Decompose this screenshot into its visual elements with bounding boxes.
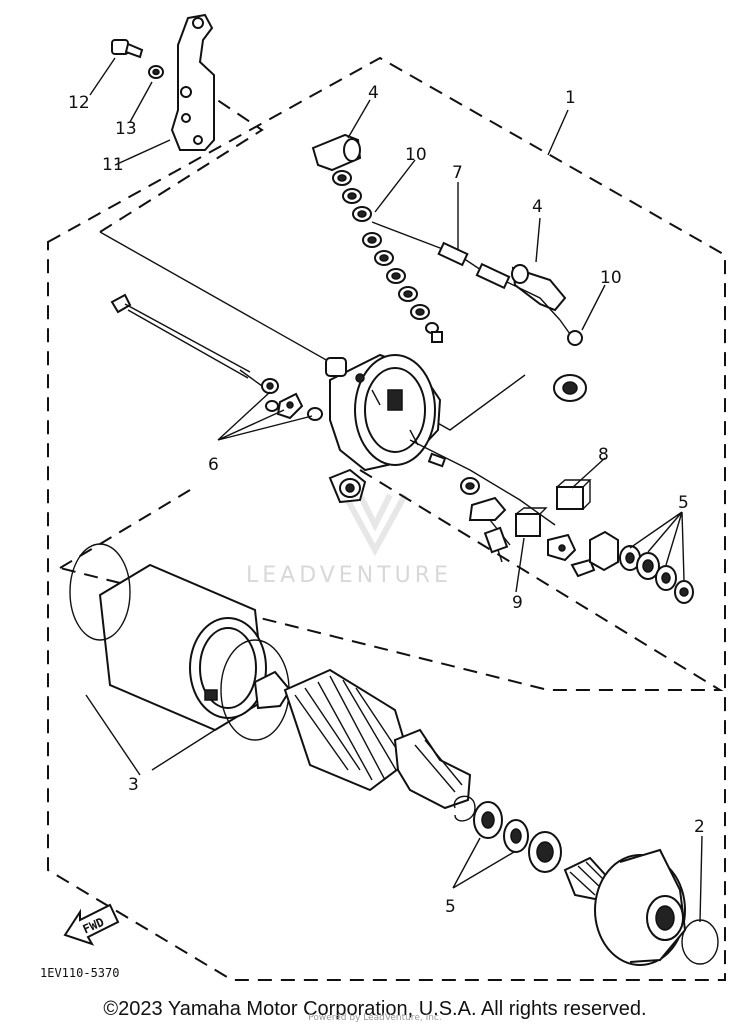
group-line-rear (99, 231, 526, 431)
rear-bearing (553, 374, 587, 402)
terminal-cover-part-4-lower (511, 264, 567, 312)
callout-13: 13 (115, 119, 137, 139)
watermark-text: LEADVENTURE (246, 563, 452, 588)
brush-part-9 (515, 507, 548, 537)
callout-8: 8 (598, 445, 609, 465)
circlip (453, 795, 476, 822)
armature (253, 668, 472, 810)
forward-arrow-icon (63, 903, 120, 946)
callout-3: 3 (128, 775, 139, 795)
leader-lines (85, 57, 703, 923)
copyright-notice: ©2023 Yamaha Motor Corporation, U.S.A. A… (103, 998, 647, 1020)
washers-part-5-lower (473, 801, 529, 853)
powered-by-notice: Powered by LeadVenture, Inc. (308, 1013, 442, 1023)
callout-5-upper: 5 (678, 493, 689, 513)
front-bearing (528, 831, 562, 873)
callout-7: 7 (452, 163, 463, 183)
callout-4-lower: 4 (532, 197, 543, 217)
bracket-part-11 (170, 13, 215, 151)
callout-11: 11 (102, 155, 124, 175)
callout-6: 6 (208, 455, 219, 475)
brush-part-8 (556, 479, 592, 510)
callout-12: 12 (68, 93, 90, 113)
watermark-logo (342, 493, 408, 557)
callout-10-upper: 10 (405, 145, 427, 165)
through-bolt (110, 293, 263, 387)
callout-5-lower: 5 (445, 897, 456, 917)
o-ring-part-3-front (69, 543, 131, 641)
yoke-housing (98, 563, 267, 732)
brush-holder-parts (328, 439, 556, 563)
terminal-bolt-part-7 (371, 221, 583, 346)
callout-1: 1 (565, 88, 576, 108)
front-cover (594, 848, 687, 966)
washer-part-13 (148, 65, 164, 79)
group-line-bracket (99, 84, 264, 233)
callout-9: 9 (512, 593, 523, 613)
brush-spring-terminal (547, 533, 596, 578)
terminal-hardware-stack (332, 170, 443, 343)
bolt-washers-part-6 (261, 378, 323, 421)
bushing-washers-part-5-upper (589, 530, 694, 604)
assembly-boundary (47, 56, 726, 981)
callout-2: 2 (694, 817, 705, 837)
diagram-code: 1EV110-5370 (40, 966, 119, 980)
callout-10-lower: 10 (600, 268, 622, 288)
callout-4-upper: 4 (368, 83, 379, 103)
o-ring-part-2 (681, 919, 719, 965)
rear-cover (325, 353, 442, 472)
bolt-part-12 (111, 39, 144, 59)
terminal-cover-part-4-upper (311, 133, 362, 172)
